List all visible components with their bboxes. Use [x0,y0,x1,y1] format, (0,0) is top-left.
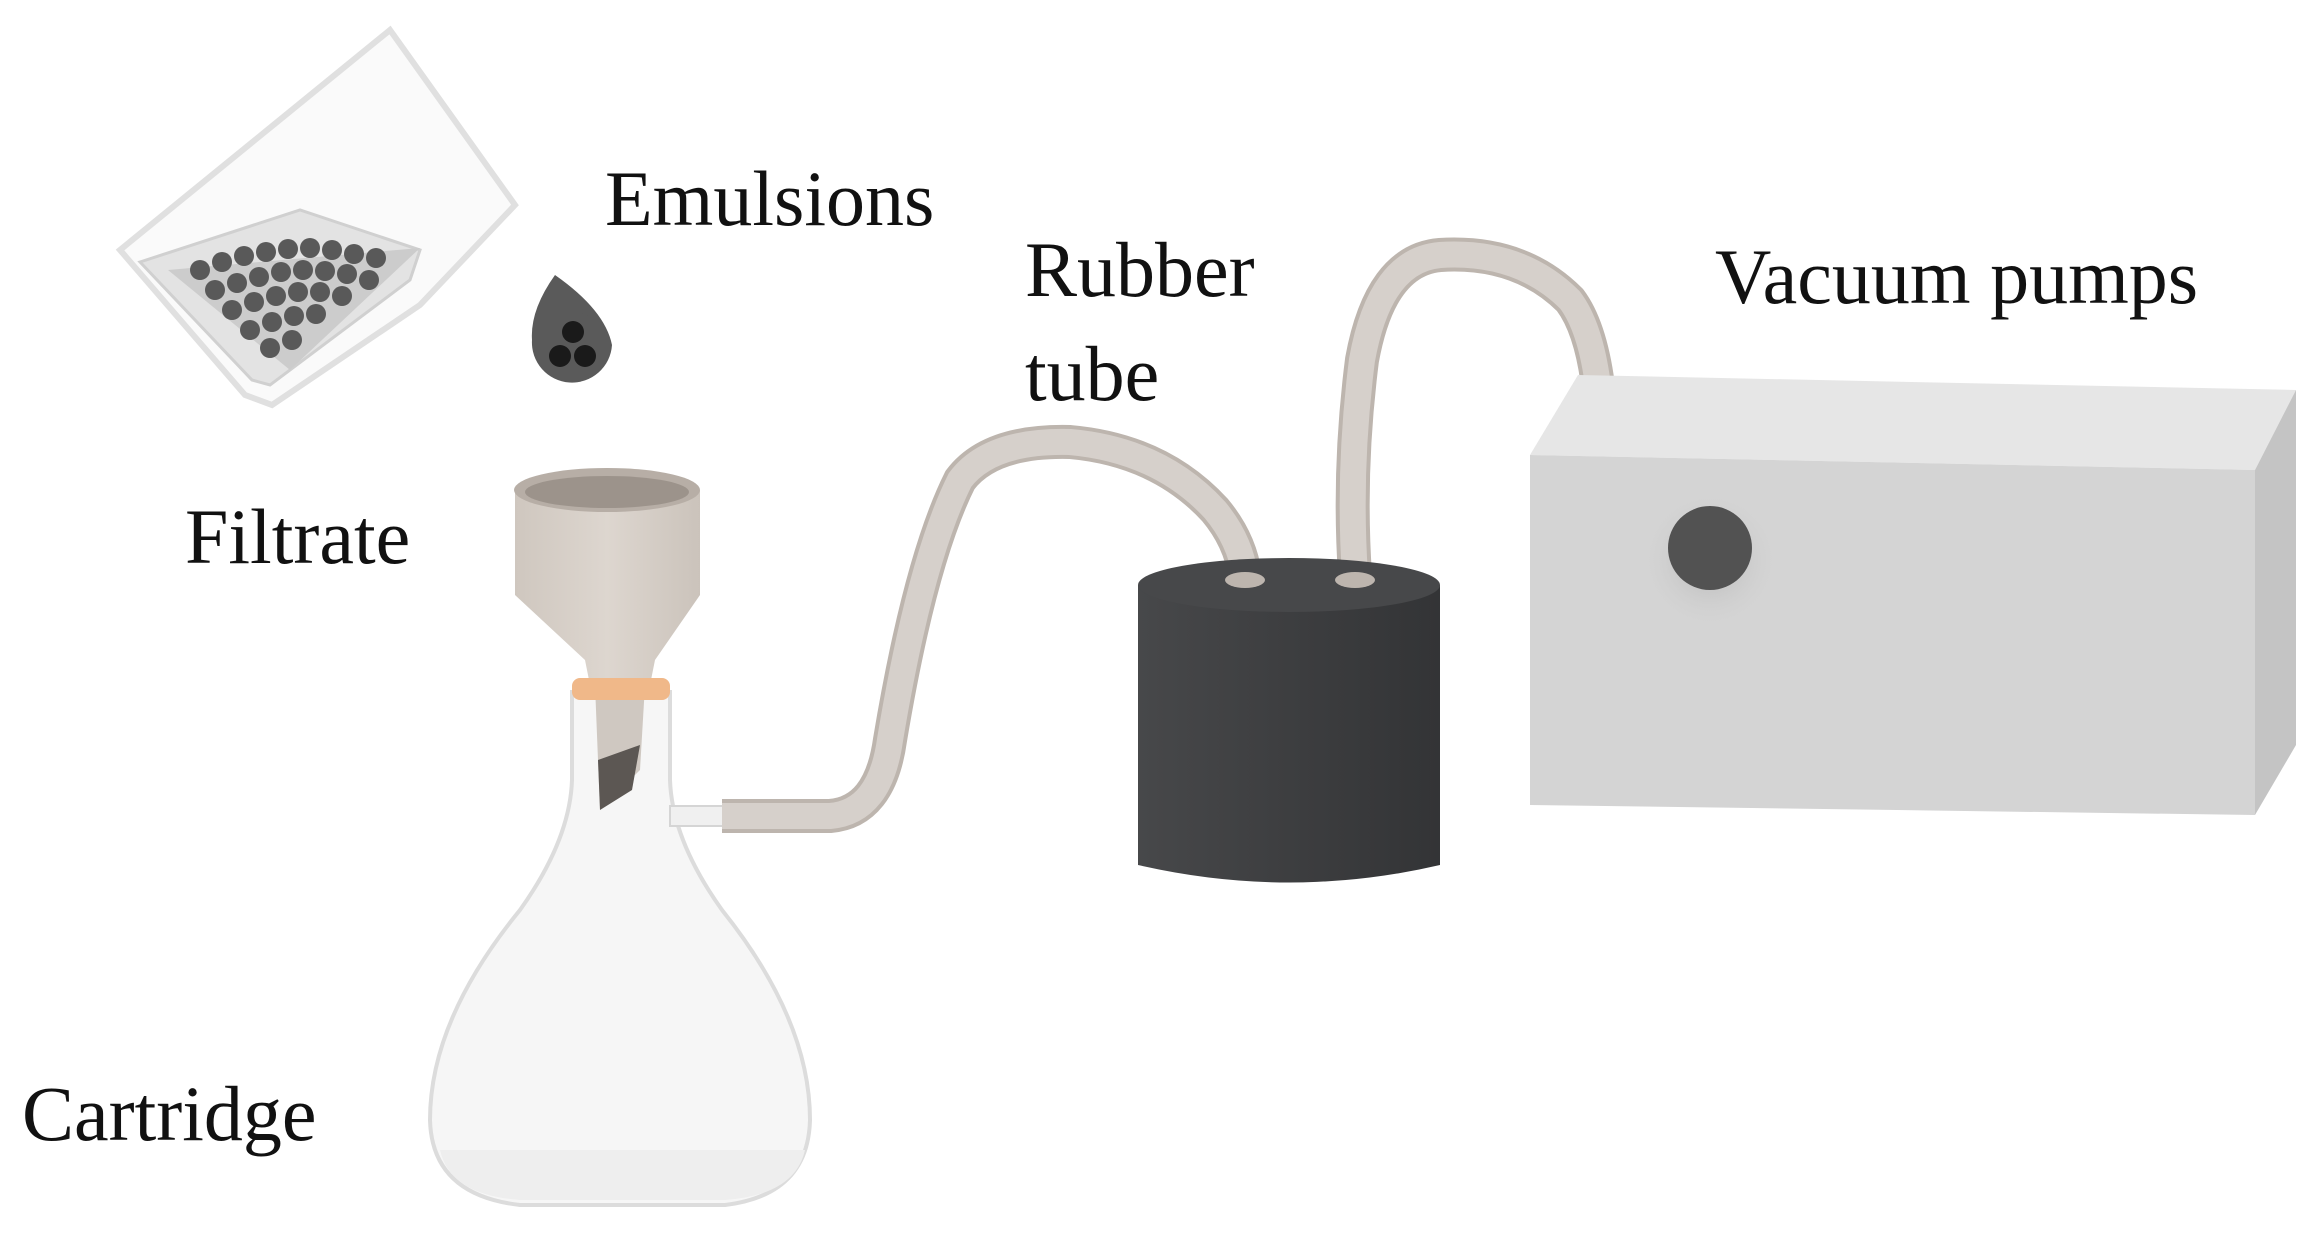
label-rubber-tube: Rubber tube [1025,218,1255,426]
beaker-icon [115,25,519,409]
rubber-tube [722,237,1619,833]
label-rubber-tube-line2: tube [1025,330,1160,417]
droplet-icon [531,275,612,383]
vacuum-trap-icon [1138,558,1440,883]
vacuum-pump-icon [1530,375,2296,815]
label-emulsions: Emulsions [605,155,935,242]
filter-flask-icon [427,685,813,1207]
label-filtrate: Filtrate [185,493,411,580]
buchner-funnel-icon [514,468,700,700]
rubber-collar [572,678,670,700]
label-cartridge: Cartridge [22,1070,317,1157]
pump-knob[interactable] [1668,506,1752,590]
particles [190,238,386,358]
label-vacuum-pumps: Vacuum pumps [1715,233,2199,320]
label-rubber-tube-line1: Rubber [1025,226,1255,313]
